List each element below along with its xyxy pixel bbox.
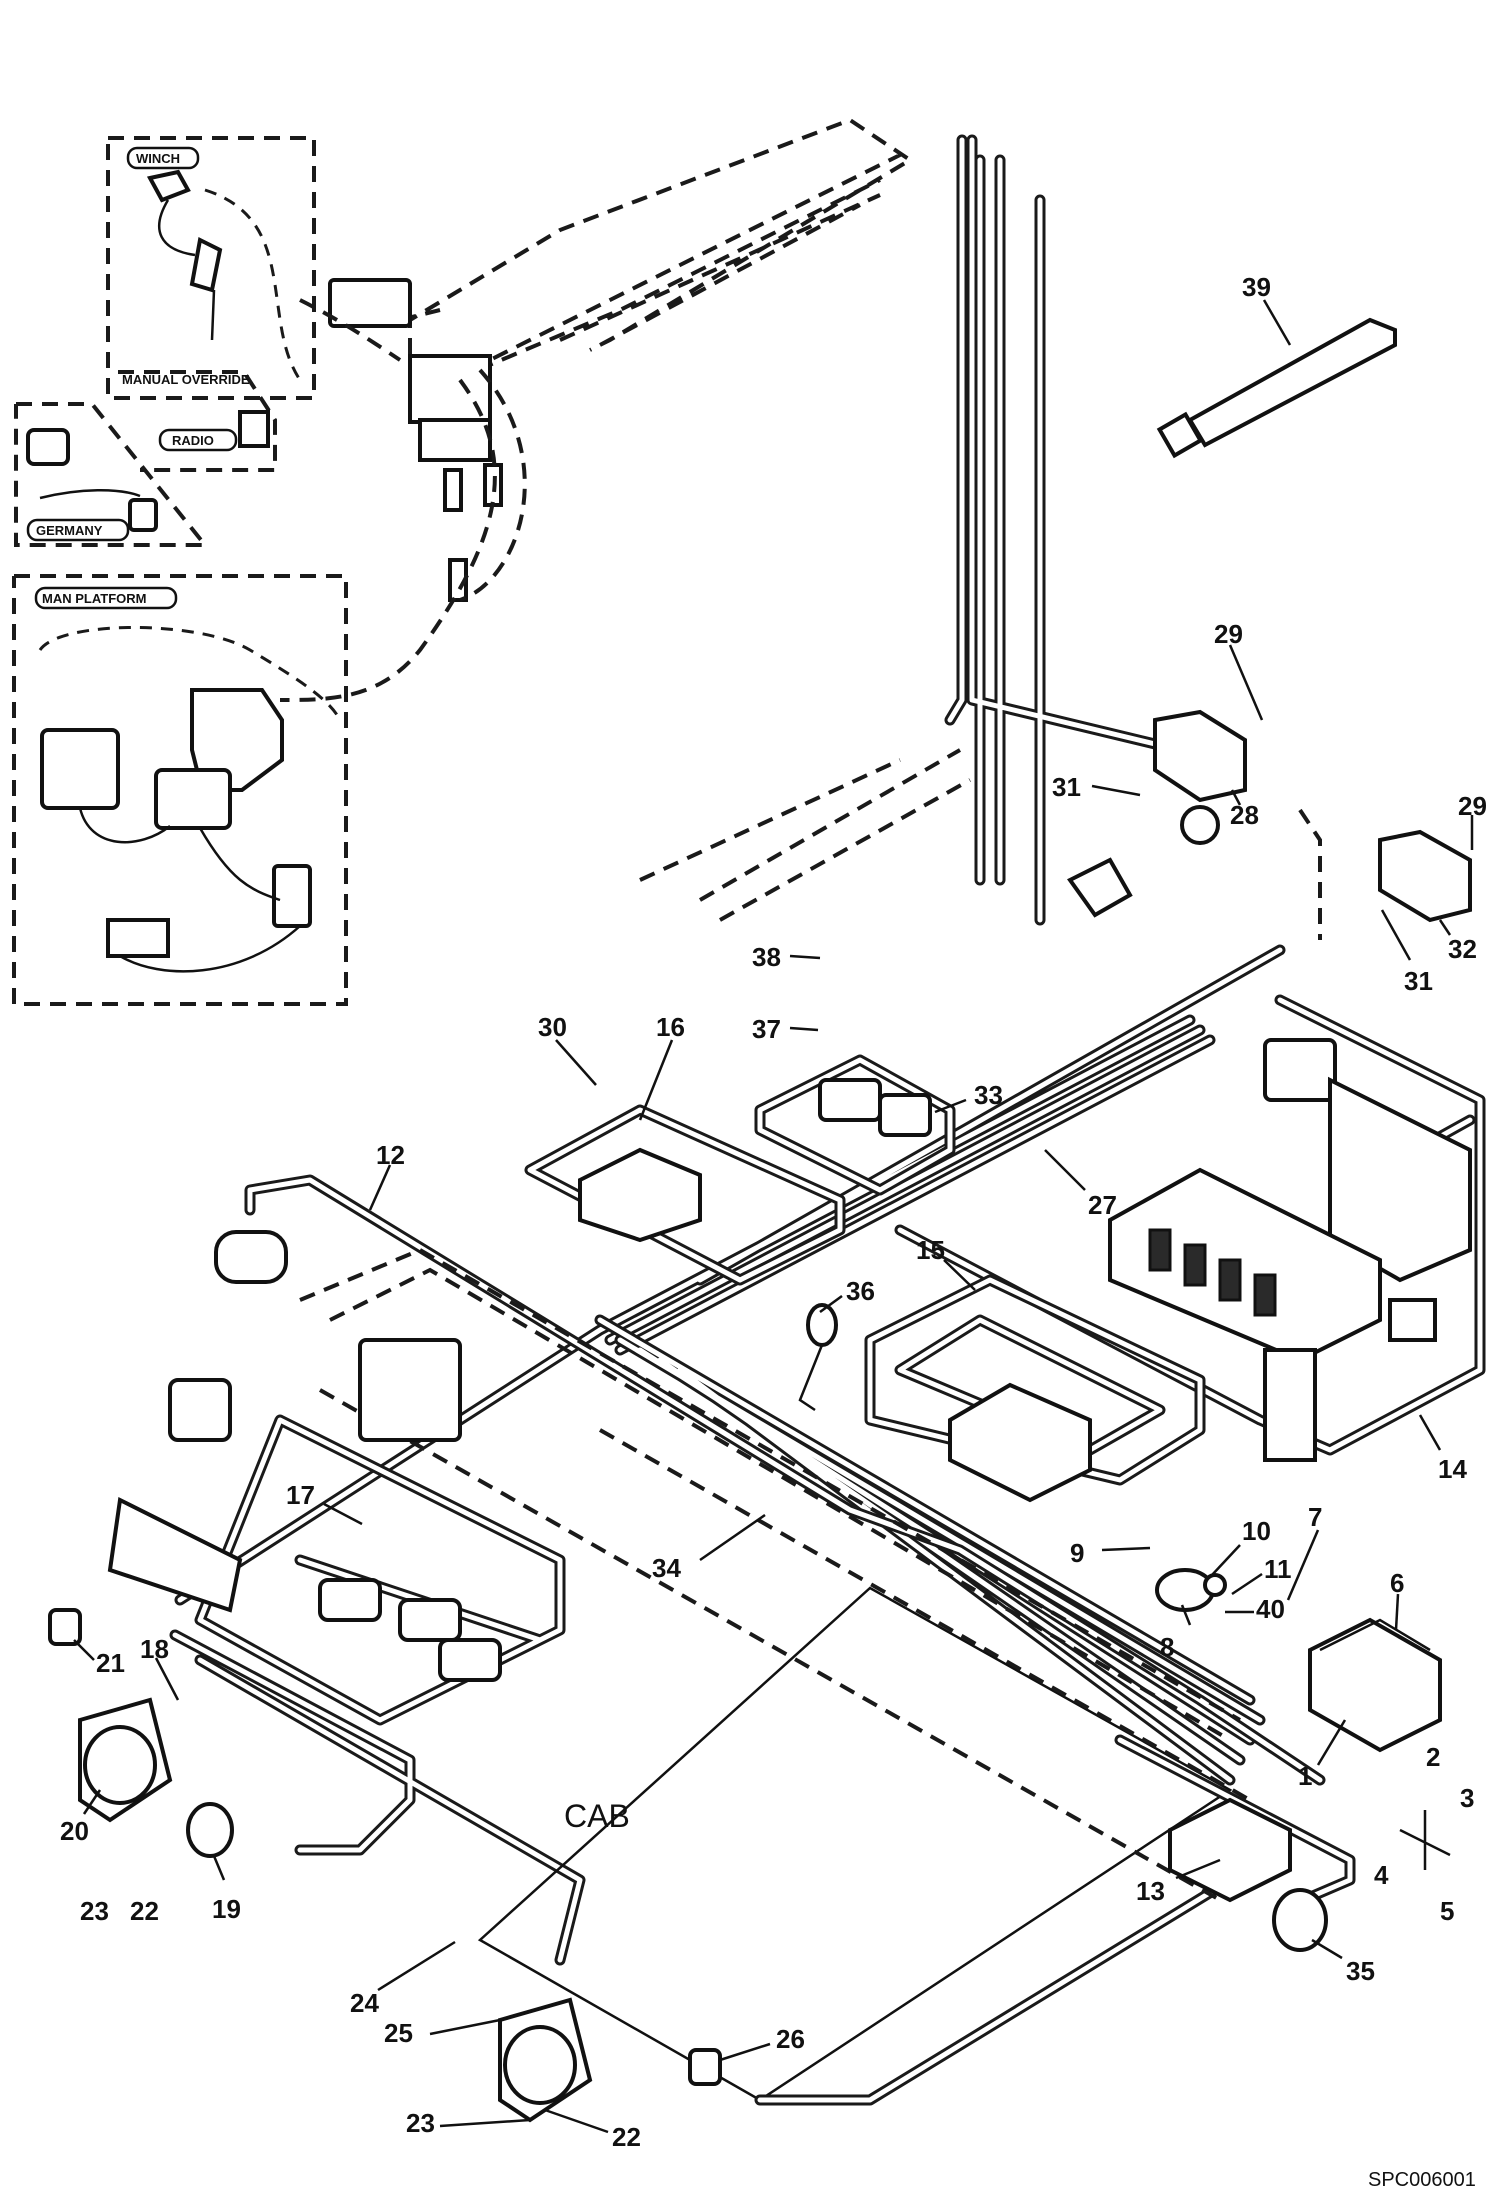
callout-17: 17 xyxy=(286,1480,315,1510)
dashed-harness-lower xyxy=(299,748,1322,1902)
callout-2: 2 xyxy=(1426,1742,1440,1772)
callout-3: 3 xyxy=(1460,1783,1474,1813)
callout-37: 37 xyxy=(752,1014,781,1044)
callout-23-front: 23 xyxy=(80,1896,109,1926)
callout-39: 39 xyxy=(1242,272,1271,302)
bolt-set xyxy=(1399,1810,1451,1870)
callout-18: 18 xyxy=(140,1634,169,1664)
callout-5: 5 xyxy=(1440,1896,1454,1926)
module-13 xyxy=(1168,1797,1292,1903)
callout-4: 4 xyxy=(1374,1860,1389,1890)
callout-22-front: 22 xyxy=(130,1896,159,1926)
relay-box-28 xyxy=(1067,709,1247,918)
callout-29-right: 29 xyxy=(1458,791,1487,821)
radio-option-group: MANUAL OVERRIDE RADIO xyxy=(118,370,277,472)
callouts: 39 29 31 28 29 32 31 38 37 30 16 33 12 2… xyxy=(60,272,1487,2152)
callout-10: 10 xyxy=(1242,1516,1271,1546)
connector-group-33 xyxy=(818,1078,932,1137)
horn-rear xyxy=(498,1997,722,2123)
main-harness xyxy=(169,134,1486,2106)
man-platform-option-group: MAN PLATFORM xyxy=(12,574,348,1006)
winch-label: WINCH xyxy=(136,151,180,166)
pump-16 xyxy=(578,1147,702,1243)
callout-28: 28 xyxy=(1230,800,1259,830)
relay-box-32 xyxy=(1378,829,1472,923)
callout-13: 13 xyxy=(1136,1876,1165,1906)
starter-motor xyxy=(107,1230,288,1613)
grease-tube xyxy=(1156,317,1397,459)
callout-29-top: 29 xyxy=(1214,619,1243,649)
callout-24: 24 xyxy=(350,1988,379,2018)
valve-coils xyxy=(1148,1228,1277,1317)
callout-11: 11 xyxy=(1264,1554,1292,1584)
callout-8: 8 xyxy=(1160,1632,1174,1662)
callout-35: 35 xyxy=(1346,1956,1375,1986)
callout-33: 33 xyxy=(974,1080,1003,1110)
callout-15: 15 xyxy=(916,1235,945,1265)
callout-32: 32 xyxy=(1448,934,1477,964)
overhead-harness xyxy=(279,117,914,702)
callout-23-rear: 23 xyxy=(406,2108,435,2138)
callout-31-right: 31 xyxy=(1404,966,1433,996)
sensor-36 xyxy=(798,1303,838,1412)
winch-option-group: WINCH xyxy=(106,136,316,400)
callout-16: 16 xyxy=(656,1012,685,1042)
callout-1: 1 xyxy=(1298,1761,1312,1791)
horn-front xyxy=(48,1608,173,1823)
junction-box xyxy=(948,1382,1092,1503)
radio-label: RADIO xyxy=(172,433,214,448)
callout-40: 40 xyxy=(1256,1594,1285,1624)
battery xyxy=(1308,1617,1442,1753)
callout-22-rear: 22 xyxy=(612,2122,641,2152)
callout-12: 12 xyxy=(376,1140,405,1170)
callout-19: 19 xyxy=(212,1894,241,1924)
callout-25: 25 xyxy=(384,2018,413,2048)
germany-option-group: GERMANY xyxy=(14,402,210,547)
callout-7: 7 xyxy=(1308,1502,1322,1532)
callout-34: 34 xyxy=(652,1553,681,1583)
callout-27: 27 xyxy=(1088,1190,1117,1220)
callout-6: 6 xyxy=(1390,1568,1404,1598)
callout-21: 21 xyxy=(96,1648,125,1678)
radio-caption: MANUAL OVERRIDE xyxy=(122,372,250,387)
germany-label: GERMANY xyxy=(36,523,103,538)
callout-31-top: 31 xyxy=(1052,772,1081,802)
callout-36: 36 xyxy=(846,1276,875,1306)
callout-9: 9 xyxy=(1070,1538,1084,1568)
battery-isolator xyxy=(1155,1568,1227,1612)
man-platform-label: MAN PLATFORM xyxy=(42,591,146,606)
switch-19 xyxy=(186,1802,234,1858)
connector-35 xyxy=(1272,1888,1328,1952)
callout-14: 14 xyxy=(1438,1454,1467,1484)
figure-code: SPC006001 xyxy=(1368,2169,1476,2191)
cab-label: CAB xyxy=(564,1798,630,1834)
callout-38: 38 xyxy=(752,942,781,972)
callout-20: 20 xyxy=(60,1816,89,1846)
callout-30: 30 xyxy=(538,1012,567,1042)
solenoid-block-17 xyxy=(318,1338,502,1682)
callout-26: 26 xyxy=(776,2024,805,2054)
valve-block xyxy=(1108,1038,1472,1462)
